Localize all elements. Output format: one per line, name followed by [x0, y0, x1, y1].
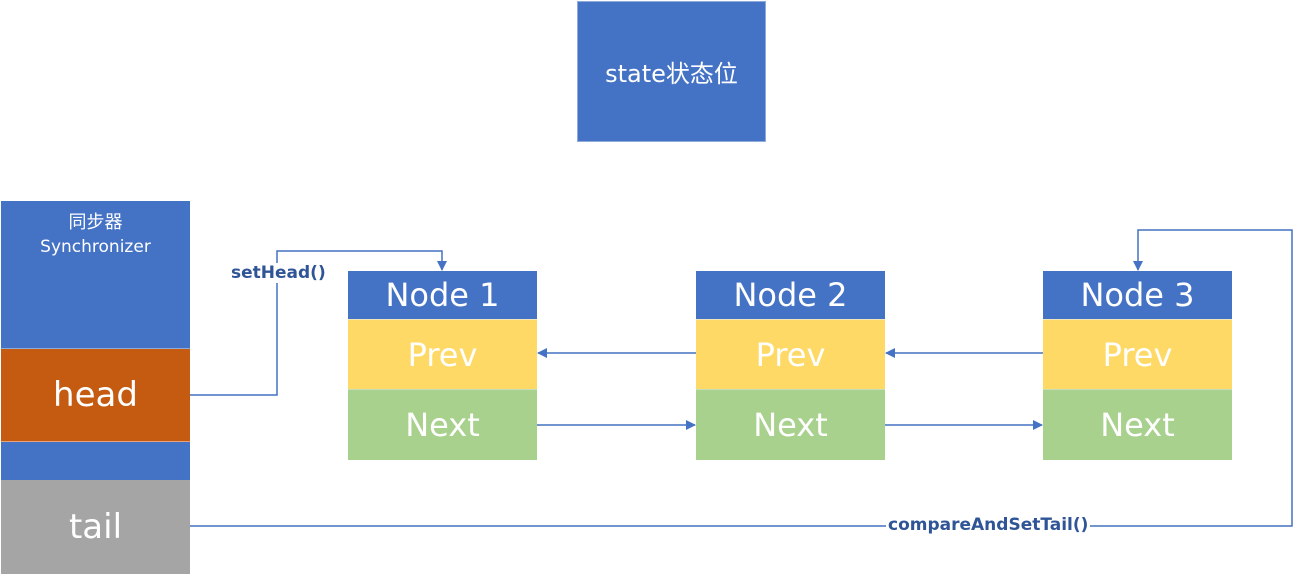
compare-and-set-tail-arrow — [190, 229, 1293, 527]
state-box: state状态位 — [577, 1, 766, 142]
synchronizer-tail: tail — [1, 480, 190, 574]
state-label: state状态位 — [605, 60, 738, 88]
node-3-title: Node 3 — [1043, 271, 1232, 319]
node-1-next-text: Next — [405, 406, 480, 444]
tail-label: tail — [68, 507, 123, 547]
sethead-arrow — [190, 250, 447, 396]
node-2-next: Next — [696, 389, 885, 460]
node-1-title-text: Node 1 — [385, 276, 500, 314]
compare-and-set-tail-label: compareAndSetTail() — [886, 515, 1091, 535]
node-2-title: Node 2 — [696, 271, 885, 319]
node-2-prev: Prev — [696, 319, 885, 390]
node-3-title-text: Node 3 — [1080, 276, 1195, 314]
node-3-prev: Prev — [1043, 319, 1232, 390]
synchronizer-gap — [1, 442, 190, 480]
synchronizer-title-en: Synchronizer — [40, 237, 151, 257]
node-2-title-text: Node 2 — [733, 276, 848, 314]
node-1-prev: Prev — [348, 319, 537, 390]
sethead-label: setHead() — [231, 263, 326, 283]
node-3-next-text: Next — [1100, 406, 1175, 444]
node-1-next: Next — [348, 389, 537, 460]
synchronizer-title-cn: 同步器 — [68, 212, 123, 233]
synchronizer-box: 同步器 Synchronizer — [1, 201, 190, 349]
node-2-prev-text: Prev — [755, 336, 826, 374]
synchronizer-head: head — [1, 349, 190, 442]
head-label: head — [53, 375, 138, 415]
node-1-prev-text: Prev — [407, 336, 478, 374]
node-1-title: Node 1 — [348, 271, 537, 319]
node-3-next: Next — [1043, 389, 1232, 460]
node-3-prev-text: Prev — [1102, 336, 1173, 374]
node-2-next-text: Next — [753, 406, 828, 444]
